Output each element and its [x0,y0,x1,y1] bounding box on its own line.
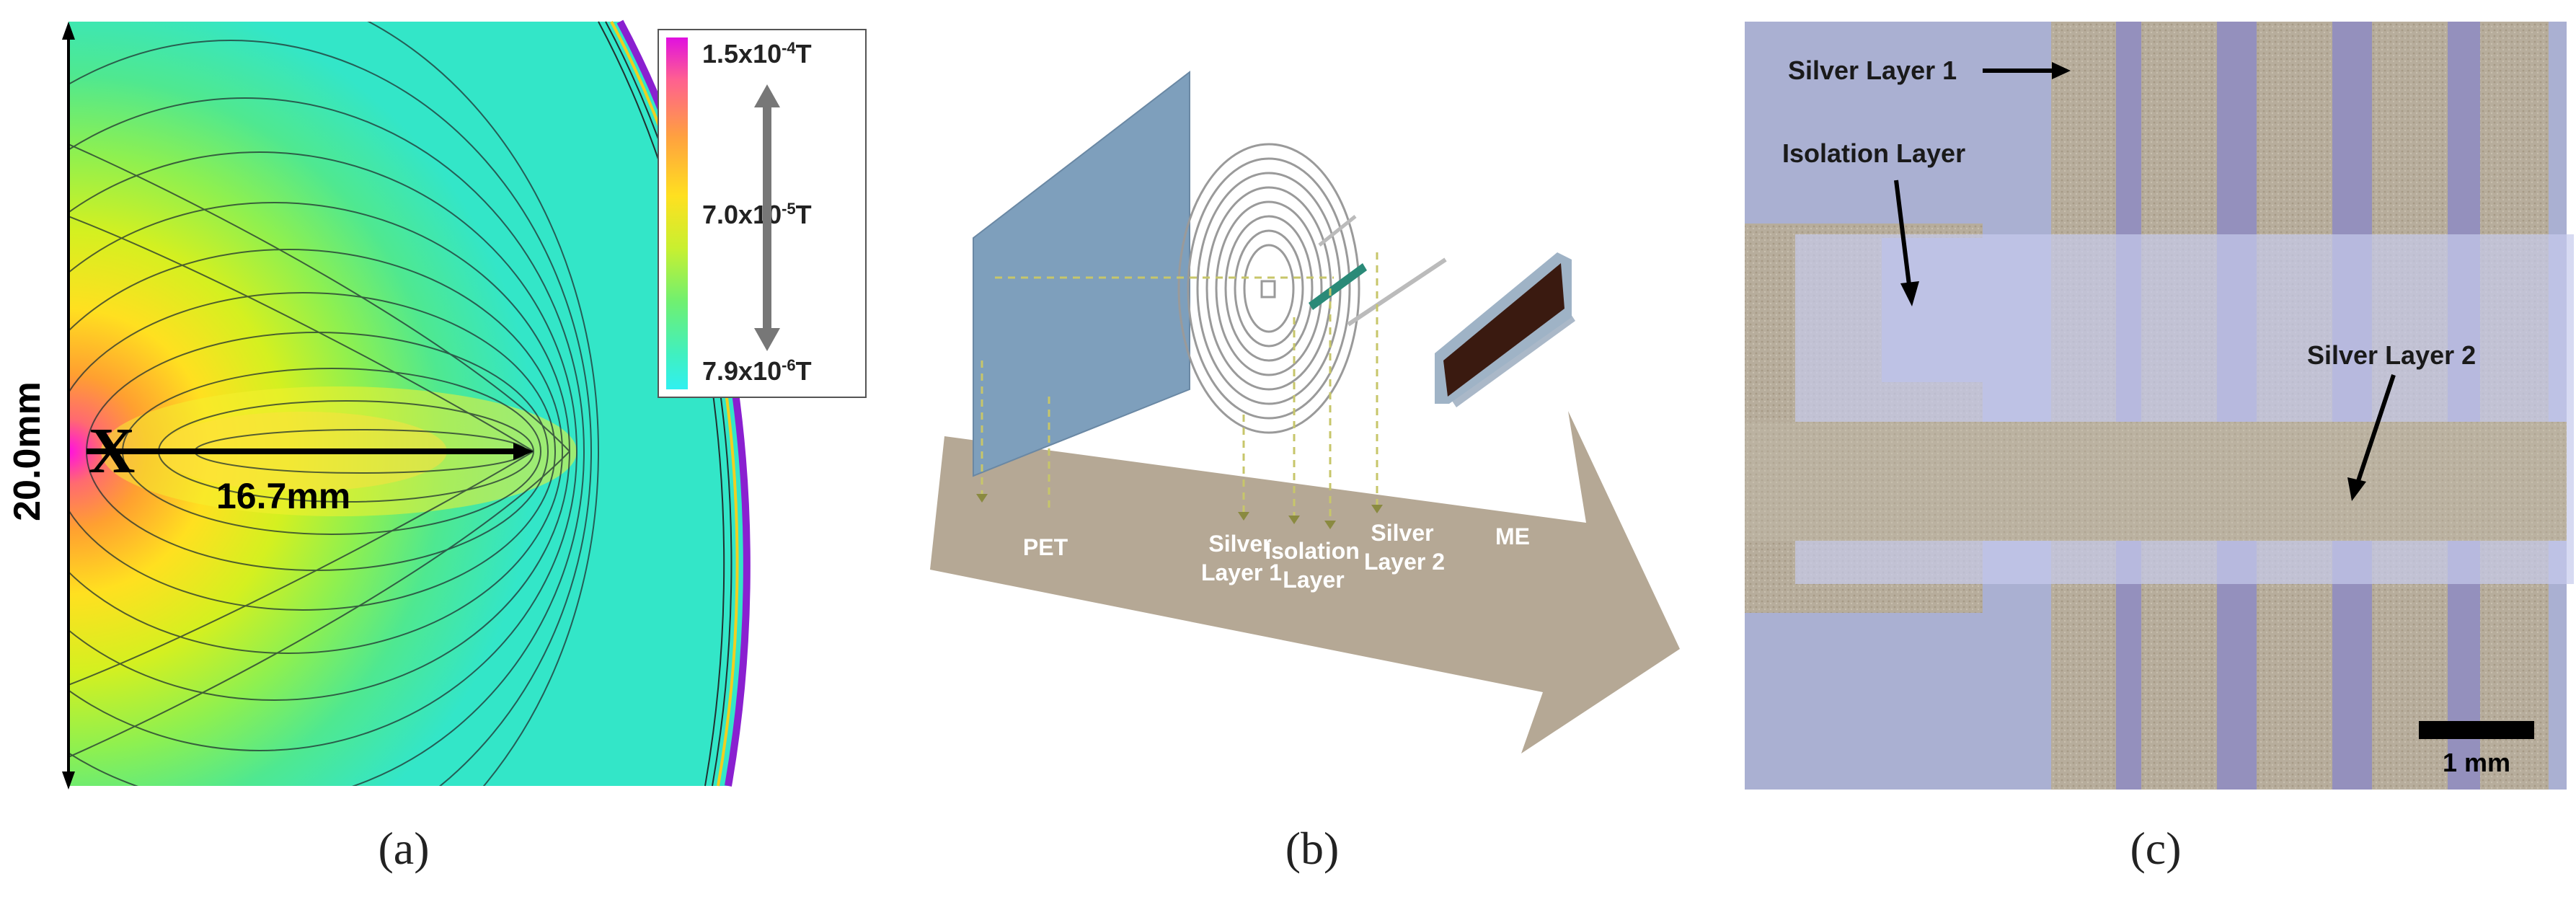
label-silver-layer-2: Silver Layer 2 [2307,340,2476,370]
label-isolation-layer: Isolation Layer [1782,138,1965,168]
scale-bar [2419,721,2534,739]
layer-label-pet: PET [1023,534,1068,560]
panel-c: Silver Layer 1 Isolation Layer Silver La… [1738,0,2576,874]
colorbar-range-arrow [754,84,780,351]
layer-stack-diagram: PET Silver Layer 1 Isolation Layer Silve… [930,70,1680,753]
layer-label-isolation-line2: Layer [1283,567,1344,593]
caption-a: (a) [378,823,430,874]
scale-bar-label: 1 mm [2443,748,2510,777]
colorbar-min-label: 7.9x10-6T [702,356,812,386]
distance-arrow [87,443,534,460]
distance-label: 16.7mm [216,476,350,516]
pet-sheet [973,70,1190,477]
height-dimension [62,22,75,790]
layer-label-silver-1-line2: Layer 1 [1201,560,1282,585]
layer-label-isolation: Isolation [1265,538,1360,564]
colorbar-gradient [666,37,688,389]
layer-label-silver-1: Silver [1208,531,1271,557]
caption-c: (c) [2130,823,2182,874]
silver-layer-2-band [1745,422,2567,541]
panel-a: 20.0mm X 16.7mm 1.5x10-4T 7.0x10-5T 7.9x… [0,0,867,874]
assembly-arrow [930,411,1680,753]
layer-label-silver-2: Silver [1371,520,1433,546]
caption-b: (b) [1285,823,1340,874]
silver-layer-2-strip [1347,257,1447,327]
panel-b: PET Silver Layer 1 Isolation Layer Silve… [930,0,1723,874]
isolation-strip [1309,263,1367,310]
height-label: 20.0mm [6,381,48,521]
layer-label-silver-2-line2: Layer 2 [1364,549,1445,575]
label-silver-layer-1: Silver Layer 1 [1788,56,1957,85]
center-marker: X [89,415,136,487]
colorbar-legend: 1.5x10-4T 7.0x10-5T 7.9x10-6T [658,29,867,398]
layer-label-me: ME [1495,523,1530,549]
colorbar-max-label: 1.5x10-4T [702,39,812,68]
micrograph: Silver Layer 1 Isolation Layer Silver La… [1745,22,2574,790]
